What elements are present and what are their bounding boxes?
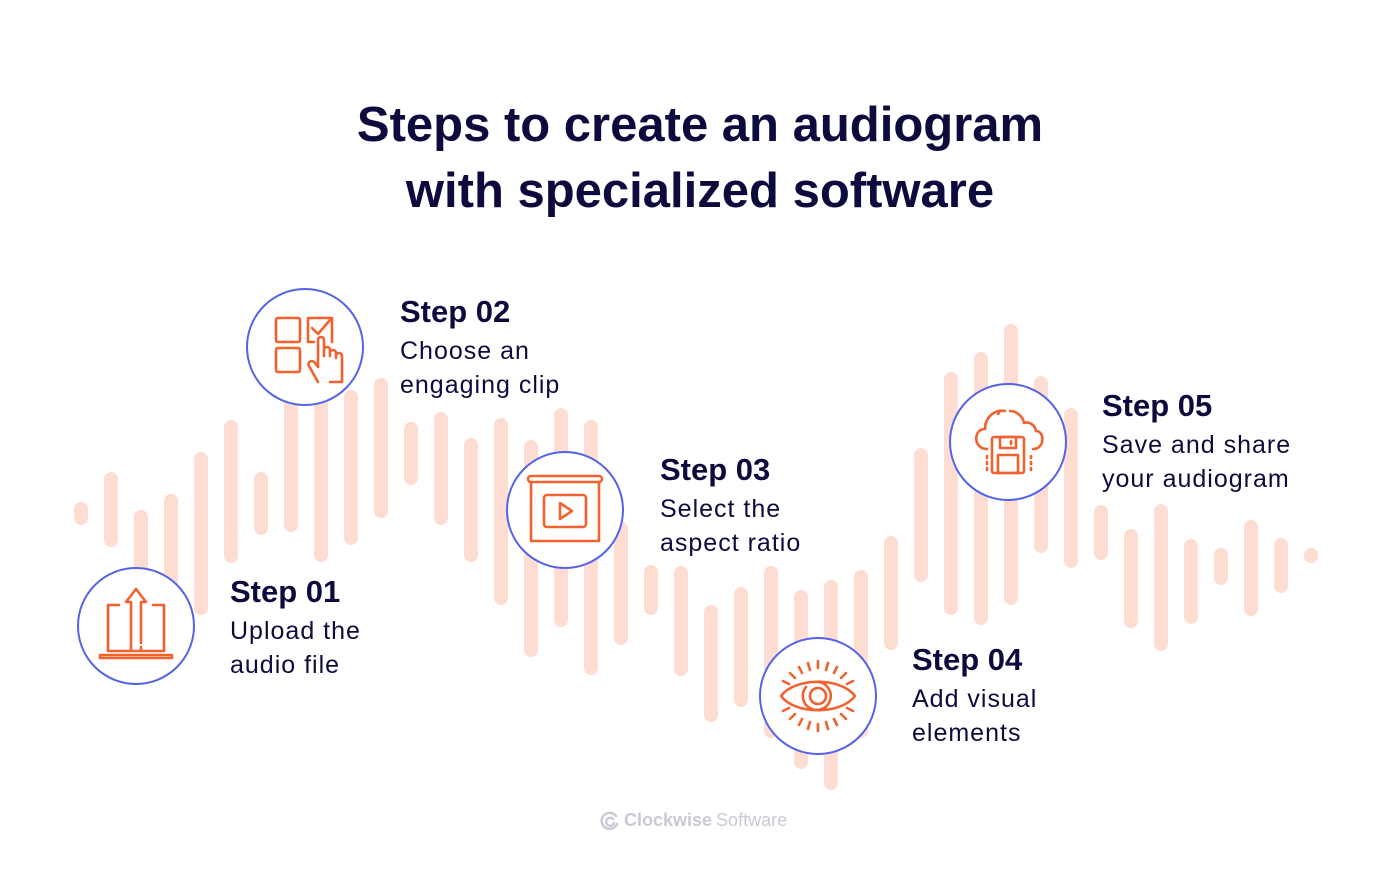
cloud-save-icon	[974, 409, 1044, 475]
waveform-bar	[704, 605, 718, 722]
waveform-bar	[1274, 538, 1288, 593]
waveform-bar	[1124, 529, 1138, 628]
waveform-bar	[1304, 548, 1318, 563]
page-title: Steps to create an audiogram with specia…	[0, 92, 1400, 224]
title-line-1: Steps to create an audiogram	[356, 98, 1044, 152]
step-05-title: Step 05	[1102, 388, 1213, 423]
step-01-title: Step 01	[230, 574, 341, 609]
eye-icon	[779, 659, 857, 733]
step-01: Step 01 Upload the audio file	[230, 574, 361, 682]
waveform-bar	[404, 422, 418, 485]
step-03-description: Select the aspect ratio	[660, 495, 802, 557]
waveform-bar	[644, 565, 658, 615]
step-01-description: Upload the audio file	[230, 617, 361, 679]
waveform-bar	[1184, 539, 1198, 624]
step-01-icon-circle	[77, 567, 195, 685]
waveform-bar	[1094, 505, 1108, 560]
waveform-bar	[1214, 548, 1228, 585]
step-05-icon-circle	[949, 383, 1067, 501]
waveform-bar	[494, 418, 508, 605]
waveform-bar	[224, 420, 238, 563]
clockwise-logo-icon	[600, 811, 619, 830]
waveform-bar	[884, 536, 898, 650]
waveform-bar	[254, 472, 268, 535]
step-02-description: Choose an engaging clip	[400, 337, 561, 399]
waveform-bar	[344, 390, 358, 545]
step-04-icon-circle	[759, 637, 877, 755]
step-05-description: Save and share your audiogram	[1102, 431, 1292, 493]
brand-name-bold: Clockwise	[624, 810, 713, 830]
waveform-bar	[944, 372, 958, 615]
grid-select-hand-icon	[274, 316, 344, 384]
step-04-title: Step 04	[912, 642, 1023, 677]
waveform-bar	[734, 587, 748, 707]
waveform-bar	[614, 522, 628, 645]
waveform-bar	[464, 438, 478, 562]
waveform-bar	[104, 472, 118, 547]
waveform-bar	[674, 566, 688, 676]
waveform-bar	[74, 502, 88, 525]
waveform-bar	[194, 452, 208, 615]
waveform-bar	[1154, 504, 1168, 651]
step-02-icon-circle	[246, 288, 364, 406]
waveform-bar	[1244, 520, 1258, 616]
waveform-bar	[434, 412, 448, 525]
brand-name-regular: Software	[716, 810, 788, 830]
video-screen-icon	[526, 474, 604, 543]
step-03-title: Step 03	[660, 452, 771, 487]
waveform-bar	[284, 390, 298, 532]
waveform-bar	[374, 378, 388, 518]
laptop-upload-icon	[98, 587, 174, 660]
step-04-description: Add visual elements	[912, 685, 1038, 747]
step-03: Step 03 Select the aspect ratio	[660, 452, 801, 560]
step-03-icon-circle	[506, 451, 624, 569]
step-02-title: Step 02	[400, 294, 511, 329]
waveform-bar	[314, 390, 328, 562]
step-02: Step 02 Choose an engaging clip	[400, 294, 560, 402]
step-04: Step 04 Add visual elements	[912, 642, 1037, 750]
waveform-bar	[134, 510, 148, 580]
title-line-2: with specialized software	[405, 164, 995, 218]
waveform-bar	[914, 448, 928, 582]
step-05: Step 05 Save and share your audiogram	[1102, 388, 1291, 496]
waveform-bar	[1064, 408, 1078, 568]
